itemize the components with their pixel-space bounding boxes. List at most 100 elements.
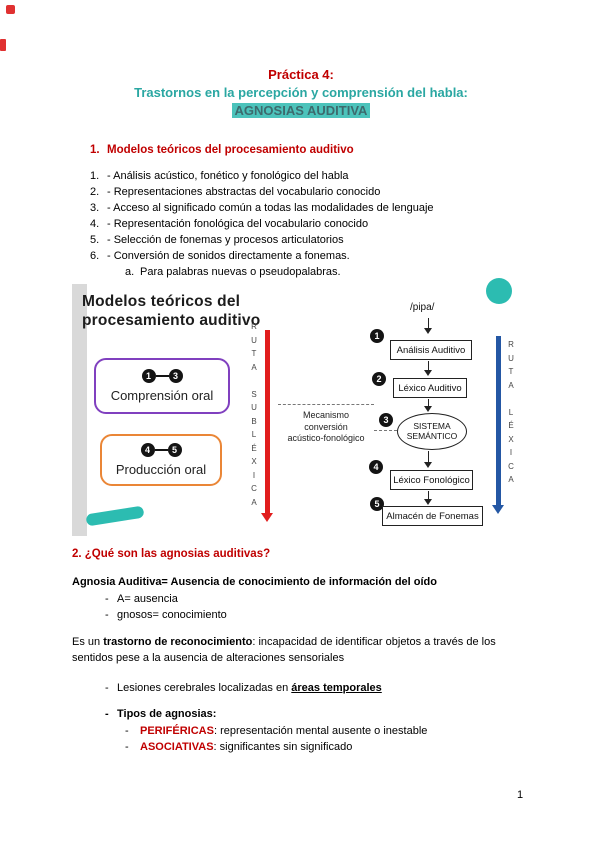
list-text: - Acceso al significado común a todas la… xyxy=(107,202,434,214)
step-badge: 1 xyxy=(141,369,156,383)
down-arrow-icon xyxy=(424,406,432,412)
list-text: - Representaciones abstractas del vocabu… xyxy=(107,186,381,198)
comprension-oral-box: 1 3 Comprensión oral xyxy=(94,358,230,414)
agnosia-types-list: -PERIFÉRICAS: representación mental ause… xyxy=(125,724,530,755)
step-badge: 4 xyxy=(140,443,155,457)
down-arrow-icon xyxy=(424,328,432,334)
badge-row: 4 5 xyxy=(140,443,182,457)
list-number: 2. xyxy=(90,186,100,198)
document-page: Práctica 4: Trastornos en la percepción … xyxy=(72,66,530,755)
chain-box-almacen-de-fonemas: Almacén de Fonemas xyxy=(382,506,483,526)
dashed-connector-line xyxy=(278,404,374,405)
sublexical-route-arrowhead-icon xyxy=(261,513,273,522)
chain-badge: 3 xyxy=(379,413,393,427)
flow-connector xyxy=(428,318,429,329)
flow-connector xyxy=(428,399,429,407)
list-number: 6. xyxy=(90,250,100,262)
list-item: 1. - Análisis acústico, fonético y fonoló… xyxy=(90,168,530,184)
body-paragraph: Es un trastorno de reconocimiento: incap… xyxy=(72,634,530,666)
chain-box-analisis-auditivo: Análisis Auditivo xyxy=(390,340,472,360)
bullet-dash: - xyxy=(125,740,129,753)
list-text: - Análisis acústico, fonético y fonológi… xyxy=(107,170,349,182)
list-number: 5. xyxy=(90,234,100,246)
paragraph-bold-term: trastorno de reconocimiento xyxy=(103,636,253,648)
list-item: 2. - Representaciones abstractas del voca… xyxy=(90,184,530,200)
list-text: - Conversión de sonidos directamente a f… xyxy=(107,250,350,262)
definition-line: Agnosia Auditiva= Ausencia de conocimien… xyxy=(72,576,437,588)
down-arrow-icon xyxy=(424,462,432,468)
list-text: - Representación fonológica del vocabula… xyxy=(107,218,369,230)
bullet-dash: - xyxy=(105,593,109,605)
list-subitem: a. Para palabras nuevas o pseudopalabras. xyxy=(125,264,530,280)
list-number: 3. xyxy=(90,202,100,214)
produccion-oral-box: 4 5 Producción oral xyxy=(100,434,222,486)
dashed-connector-line xyxy=(374,430,397,431)
list-number: a. xyxy=(125,266,135,278)
ruta-lexica-label: R U T A L É X I C A xyxy=(508,340,514,484)
badge-row: 1 3 xyxy=(141,369,183,383)
bullet-bold-underline: áreas temporales xyxy=(291,682,382,694)
red-artifact-mark xyxy=(0,39,6,51)
bullet-dash: - xyxy=(105,707,109,720)
section1-heading: 1. Modelos teóricos del procesamiento au… xyxy=(90,142,530,158)
definition-bullets: -A= ausencia -gnosos= conocimiento xyxy=(105,592,530,623)
list-item: 4. - Representación fonológica del vocabu… xyxy=(90,216,530,232)
flow-connector xyxy=(428,491,429,500)
bullet-text: gnosos= conocimiento xyxy=(117,608,227,621)
section1-title: Modelos teóricos del procesamiento audit… xyxy=(107,144,354,156)
page-subtitle: Trastornos en la percepción y comprensió… xyxy=(134,85,468,100)
paragraph-text: Es un xyxy=(72,636,104,648)
type-item: -ASOCIATIVAS: significantes sin signific… xyxy=(125,740,530,756)
bullet-text: A= ausencia xyxy=(117,593,178,605)
lexical-route-arrowhead-icon xyxy=(492,505,504,514)
down-arrow-icon xyxy=(424,370,432,376)
list-item: 3. - Acceso al significado común a todas … xyxy=(90,200,530,216)
chain-badge: 4 xyxy=(369,460,383,474)
bullet-dash: - xyxy=(105,608,109,621)
paragraph-text: : incapacidad de identificar objetos a t… xyxy=(72,636,496,664)
lexical-route-arrow xyxy=(496,336,501,506)
page-title: Práctica 4: xyxy=(268,67,334,82)
bullet-item: -A= ausencia xyxy=(105,592,530,608)
figure-modelos-teoricos: Modelos teóricos del procesamiento audit… xyxy=(72,278,530,536)
list-text: Para palabras nuevas o pseudopalabras. xyxy=(140,266,341,278)
teal-blob-decoration xyxy=(85,505,145,527)
figure-left-gray-strip xyxy=(72,284,87,536)
page-number: 1 xyxy=(517,789,524,801)
bullet-item: -gnosos= conocimiento xyxy=(105,608,530,624)
type-term: ASOCIATIVAS xyxy=(140,740,214,753)
type-item: -PERIFÉRICAS: representación mental ause… xyxy=(125,724,530,740)
type-text: PERIFÉRICAS: representación mental ausen… xyxy=(140,724,427,740)
produccion-oral-label: Producción oral xyxy=(115,462,207,477)
down-arrow-icon xyxy=(424,499,432,505)
bullet-dash: - xyxy=(125,725,129,737)
teal-blob-decoration xyxy=(486,278,512,304)
bullet-tipos-de-agnosias: -Tipos de agnosias: xyxy=(105,707,530,723)
type-text: ASOCIATIVAS: significantes sin significa… xyxy=(140,740,352,756)
red-artifact-mark xyxy=(6,5,15,14)
stimulus-label: /pipa/ xyxy=(410,302,435,313)
chain-box-lexico-auditivo: Léxico Auditivo xyxy=(393,378,467,398)
list-number: 4. xyxy=(90,218,100,230)
sublexical-route-arrow xyxy=(265,330,270,514)
list-number: 1. xyxy=(90,170,100,182)
numbered-list: 1. - Análisis acústico, fonético y fonoló… xyxy=(90,168,530,280)
chain-badge: 2 xyxy=(372,372,386,386)
type-description: : significantes sin significado xyxy=(213,740,353,753)
bullet-lesiones: -Lesiones cerebrales localizadas en área… xyxy=(105,681,530,697)
type-description: : representación mental ausente o inesta… xyxy=(213,725,428,737)
bullet-text-plain: Lesiones cerebrales localizadas en xyxy=(117,682,292,694)
step-badge: 3 xyxy=(168,369,183,383)
badge-connector-line xyxy=(155,375,169,377)
step-badge: 5 xyxy=(167,443,182,457)
ruta-sublexica-label: R U T A S U B L É X I C A xyxy=(251,322,257,507)
comprension-oral-label: Comprensión oral xyxy=(110,388,214,403)
list-item: 6. - Conversión de sonidos directamente a… xyxy=(90,248,530,264)
list-text: - Selección de fonemas y procesos articu… xyxy=(107,234,344,246)
section1-number: 1. xyxy=(90,144,100,156)
highlighted-title: AGNOSIAS AUDITIVA xyxy=(231,103,371,118)
badge-connector-line xyxy=(154,449,168,451)
flow-connector xyxy=(428,361,429,371)
mechanism-label: Mecanismo conversión acústico-fonológico xyxy=(287,410,365,443)
type-term: PERIFÉRICAS xyxy=(140,725,214,737)
